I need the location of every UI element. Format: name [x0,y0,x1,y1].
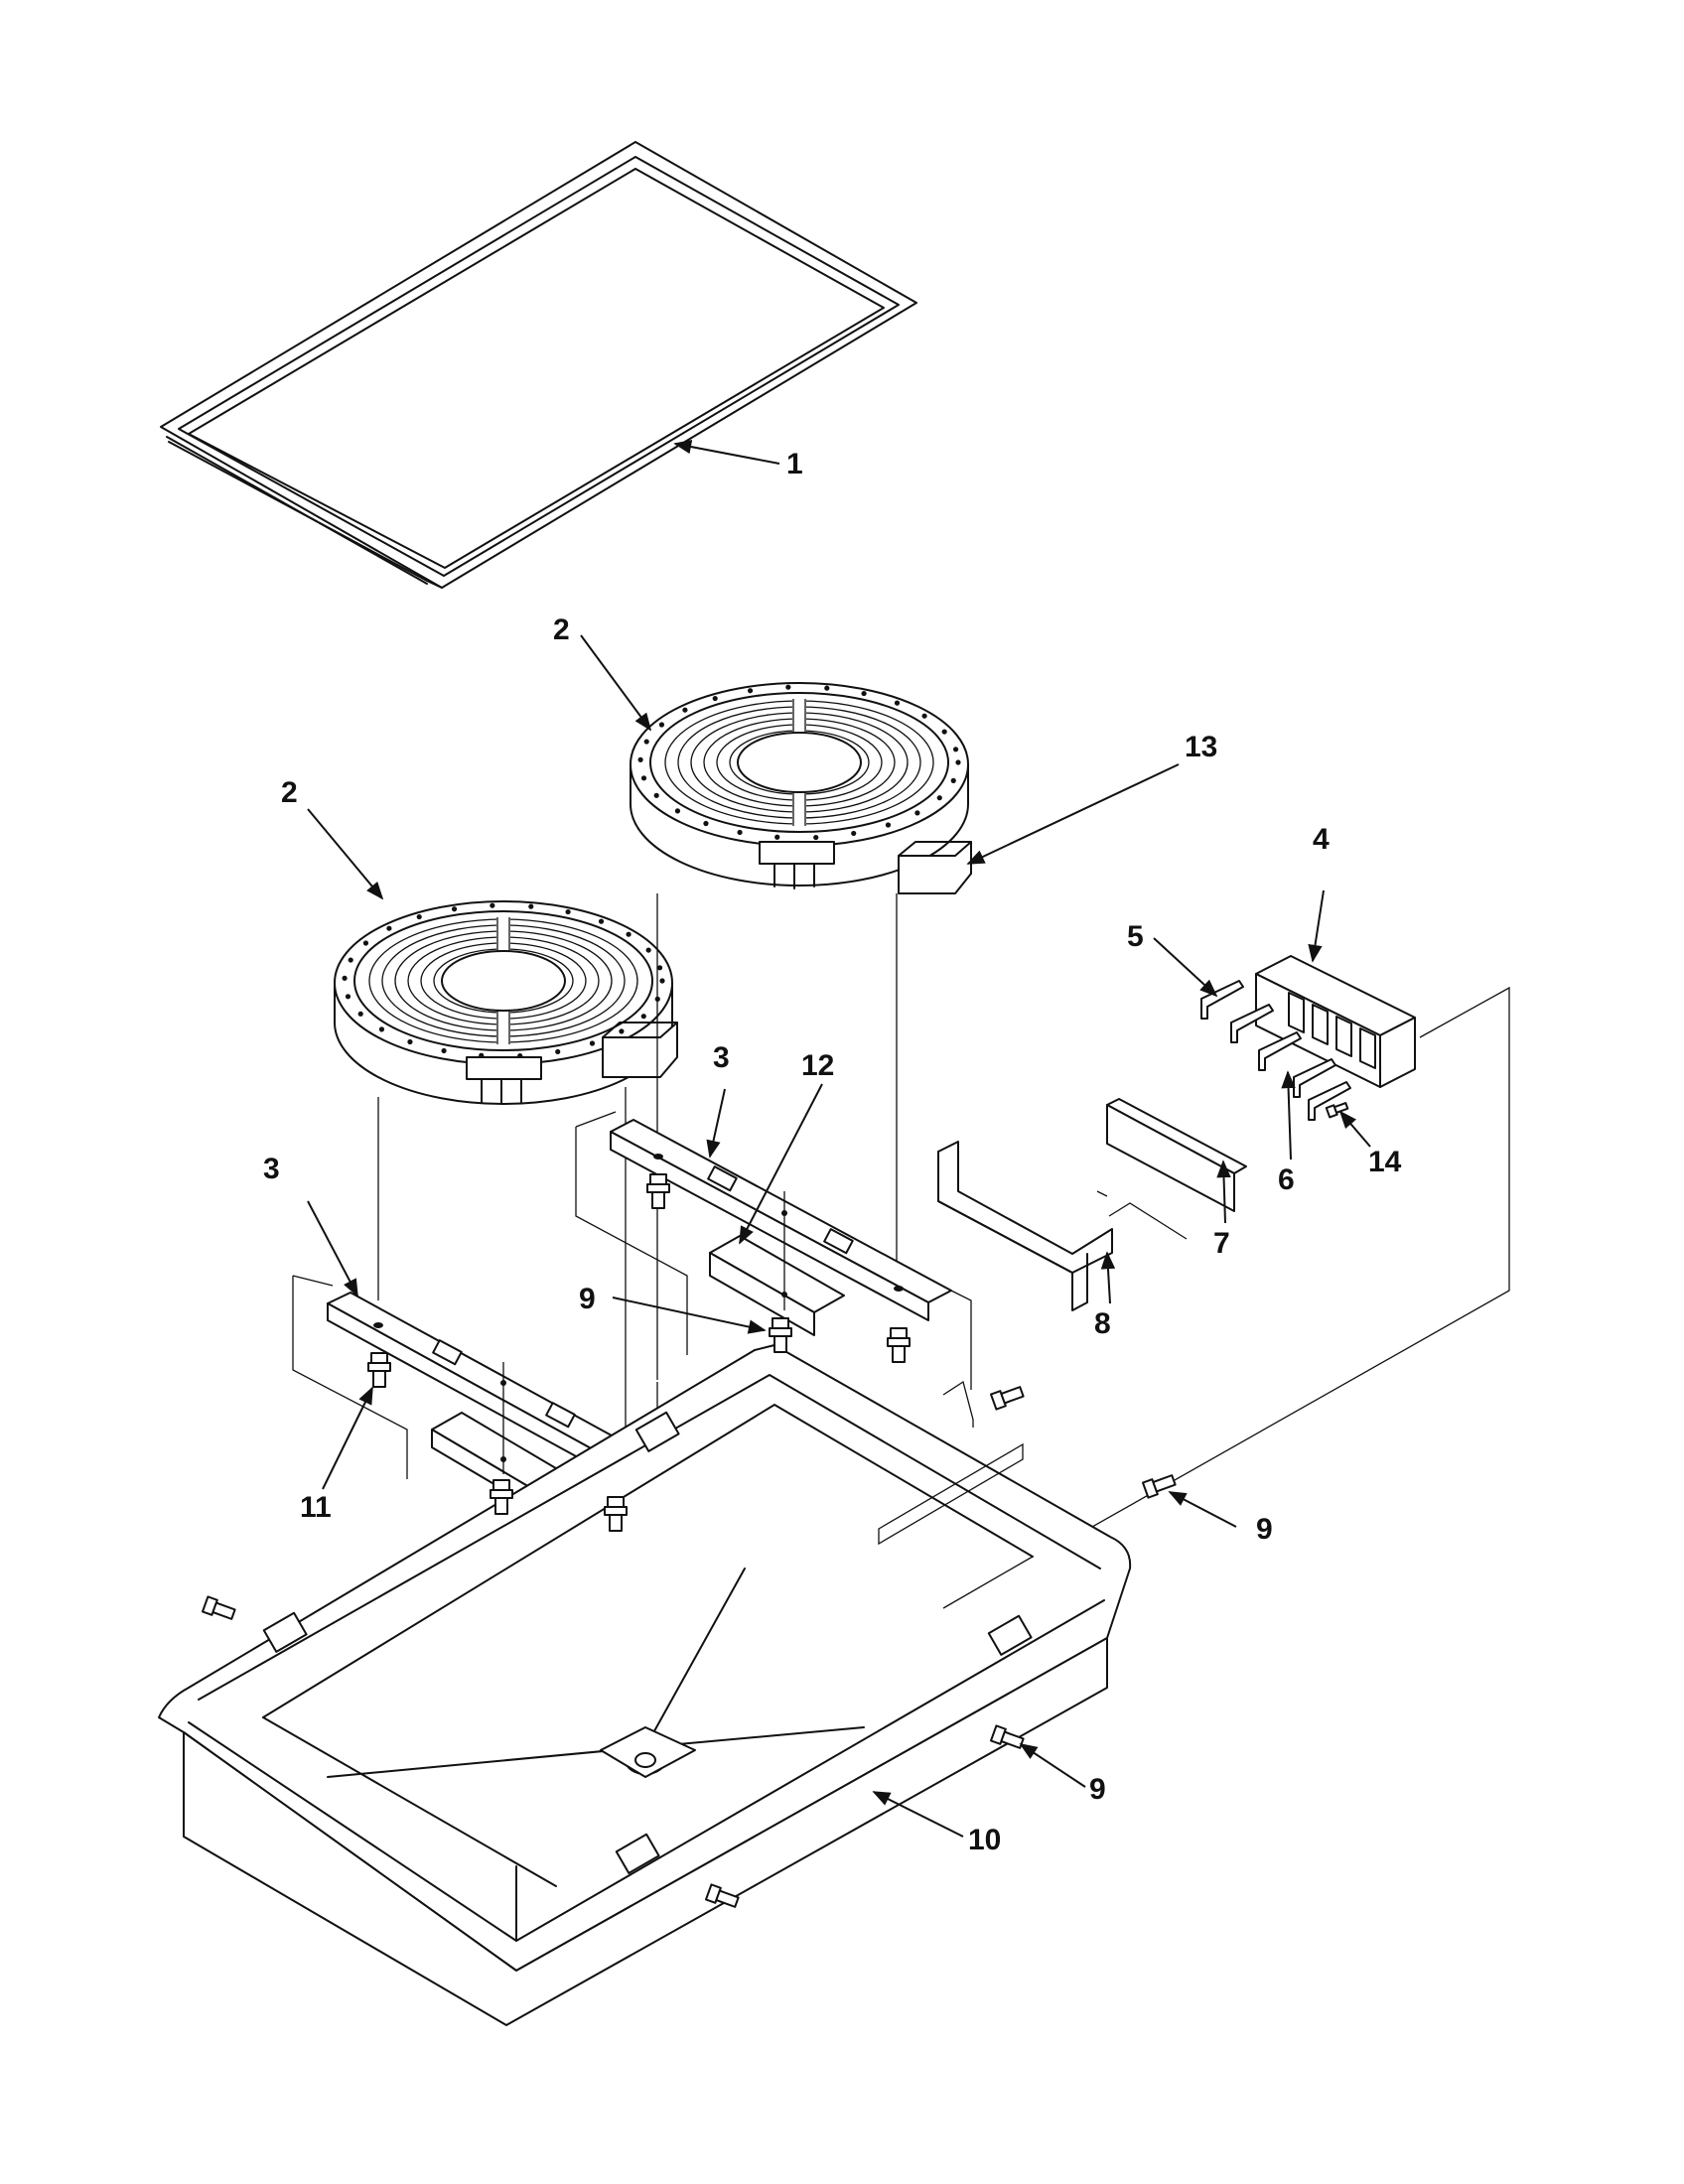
callout-13: 13 [1185,731,1217,763]
terminal-block-assembly [937,955,1416,1311]
screw-11 [367,1352,391,1388]
pan-tabs [262,1411,1033,1874]
screw-rear-bracket-1 [646,1173,670,1209]
channel-rear [709,1191,845,1336]
callout-10: 10 [968,1824,1001,1856]
screw-side-left [201,1595,236,1620]
callout-6: 6 [1278,1163,1295,1196]
glass-cooktop-part [160,141,917,589]
support-bracket-rear [575,1111,972,1390]
callout-9: 9 [1256,1513,1273,1546]
callout-3: 3 [263,1153,280,1185]
callout-14: 14 [1368,1146,1402,1178]
callout-2: 2 [281,776,298,809]
screw-bottom [704,1883,740,1908]
screw-9-center [769,1317,792,1353]
screws [201,1102,1349,1908]
leader-lines [307,439,1371,1838]
radiant-element-left [334,900,678,1105]
callouts: 1 2 2 13 4 5 3 12 3 9 6 14 7 8 11 9 9 10 [263,448,1402,1856]
callout-11: 11 [300,1491,332,1524]
radiant-element-right [630,682,972,894]
screw-9-right [1141,1474,1177,1499]
callout-3: 3 [713,1041,730,1074]
callout-1: 1 [786,448,803,480]
base-pan [158,1344,1132,2026]
callout-9: 9 [579,1283,596,1315]
callout-2: 2 [553,614,570,646]
callout-9: 9 [1089,1773,1106,1806]
screw-14 [1325,1102,1349,1119]
screw-rear-bracket-2 [887,1327,911,1363]
callout-5: 5 [1127,920,1144,953]
callout-12: 12 [801,1049,834,1082]
callout-7: 7 [1213,1227,1230,1260]
screw-front-bracket-2 [604,1496,628,1532]
screw-front-bracket-1 [490,1479,513,1515]
callout-8: 8 [1094,1307,1111,1340]
callout-4: 4 [1313,823,1330,856]
screw-rear-pan [989,1386,1025,1411]
